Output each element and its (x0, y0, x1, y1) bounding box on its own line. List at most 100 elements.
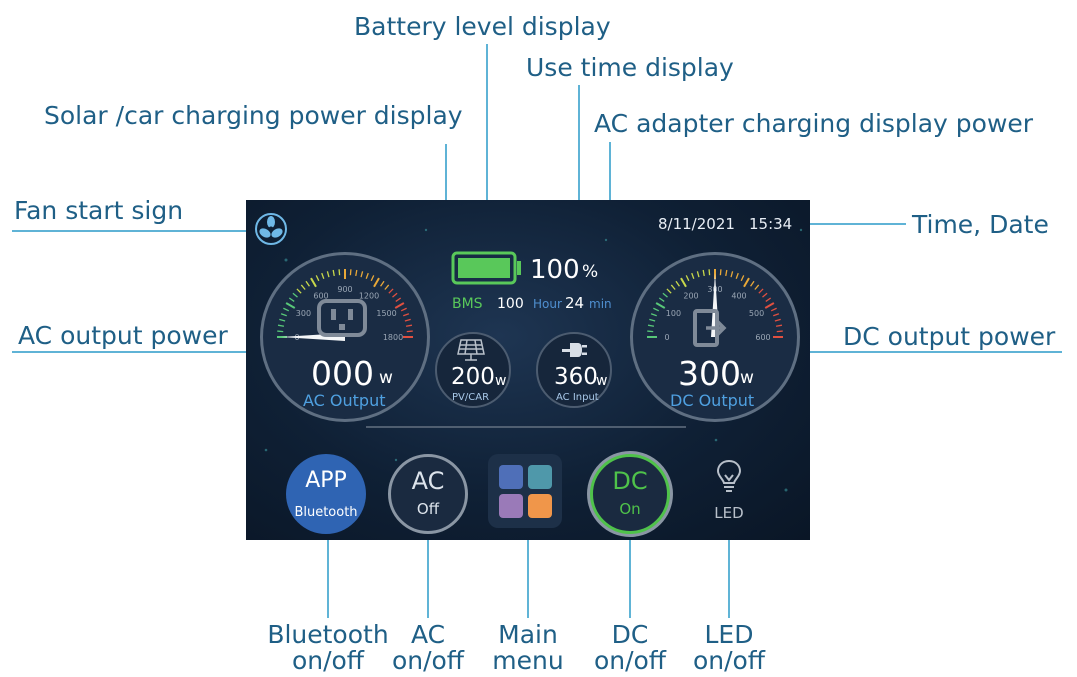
dc-gauge-tick-label: 500 (749, 309, 764, 318)
dc-gauge-tick (675, 280, 680, 287)
dc-gauge-tick (735, 272, 739, 279)
ac-gauge-tick (300, 284, 306, 290)
ac-gauge-tick (406, 330, 413, 333)
dc-gauge-tick (653, 307, 660, 312)
dc-gauge-tick-label: 400 (731, 291, 746, 300)
ac-input-label: AC Input (556, 392, 599, 403)
app-bluetooth-button[interactable]: APP Bluetooth (286, 454, 366, 534)
date-text: 8/11/2021 (658, 215, 735, 233)
dc-gauge-tick (647, 330, 654, 333)
ac-output-label: AC Output (303, 391, 386, 410)
ac-gauge-tick (280, 313, 287, 317)
dc-gauge-tick (719, 269, 722, 276)
dc-gauge-tick (650, 313, 657, 317)
divider-line (366, 426, 686, 428)
ac-outlet-icon (317, 299, 367, 337)
dc-gauge-tick (762, 292, 768, 298)
ac-input-value: 360 (554, 364, 598, 390)
ac-gauge-tick (384, 284, 390, 290)
ac-gauge-tick (395, 297, 402, 302)
dc-gauge-tick-label: 0 (664, 333, 669, 342)
dc-port-icon (693, 309, 727, 347)
ac-gauge-tick (285, 302, 296, 309)
dc-gauge-tick (764, 302, 775, 309)
dc-gauge-tick (765, 297, 772, 302)
callout-solar-car: Solar /car charging power display (44, 101, 463, 130)
ac-gauge-tick (338, 269, 341, 276)
ac-gauge-tick (365, 272, 369, 279)
dc-gauge-tick (702, 269, 705, 277)
dc-gauge-tick (725, 269, 728, 277)
ac-input-display (536, 332, 612, 408)
dc-gauge-tick (670, 284, 676, 290)
app-button-sub: Bluetooth (294, 505, 358, 520)
dc-gauge-tick (773, 313, 780, 317)
ac-output-value: 000 (311, 354, 374, 393)
dc-gauge-tick (730, 271, 734, 278)
ac-gauge-tick-label: 1500 (376, 309, 396, 318)
led-toggle-button[interactable]: LED (694, 454, 764, 530)
ac-gauge-tick (400, 307, 407, 312)
ac-button-title: AC (411, 467, 445, 495)
dc-button-sub: On (619, 500, 641, 518)
ac-gauge-tick (279, 318, 286, 322)
dc-gauge-tick-label: 600 (755, 333, 770, 342)
dc-gauge-tick (750, 280, 755, 287)
dc-output-label: DC Output (670, 391, 755, 410)
menu-tile (528, 465, 552, 489)
ac-gauge-tick (403, 313, 410, 317)
ac-gauge-tick (277, 330, 284, 333)
ac-gauge-tick (380, 280, 385, 287)
dc-gauge-tick (776, 330, 783, 333)
ac-gauge-tick (405, 324, 413, 327)
dc-gauge-tick (696, 271, 700, 278)
dc-gauge-tick (774, 318, 781, 322)
ac-gauge-tick (326, 271, 330, 278)
dc-gauge-tick (666, 288, 672, 294)
label-bluetooth-on-off: Bluetooth on/off (238, 622, 418, 674)
dc-gauge-tick (649, 318, 656, 322)
ac-gauge-tick (332, 269, 335, 277)
ac-output-unit: w (379, 368, 393, 388)
device-screen: 8/11/2021 15:34 100 % BMS 100 Hour 24 mi… (246, 200, 810, 540)
pv-label: PV/CAR (452, 392, 490, 403)
dc-gauge-tick (758, 288, 764, 294)
ac-gauge-tick (315, 275, 320, 282)
ac-toggle-button[interactable]: AC Off (388, 454, 468, 534)
dc-gauge-tick (655, 302, 666, 309)
menu-tile (499, 494, 523, 518)
ac-gauge-tick (404, 318, 411, 322)
callout-battery-level: Battery level display (354, 12, 611, 41)
dc-gauge-tick (743, 277, 750, 288)
main-menu-button[interactable] (488, 454, 562, 528)
callout-time-date: Time, Date (912, 210, 1049, 239)
dc-gauge-scale: 0100200300400500600 (647, 269, 783, 342)
dc-gauge-tick (658, 297, 665, 302)
dc-output-unit: w (740, 368, 754, 388)
dc-output-value: 300 (678, 354, 741, 393)
callout-ac-output-power: AC output power (18, 321, 228, 350)
label-line: on/off (692, 646, 766, 675)
ac-gauge-tick (370, 275, 375, 282)
ac-gauge-tick (355, 269, 358, 277)
menu-tile (499, 465, 523, 489)
menu-tile (528, 494, 552, 518)
dc-gauge-tick (775, 324, 783, 327)
ac-gauge-tick (394, 302, 405, 309)
label-line: on/off (391, 646, 465, 675)
dc-toggle-button[interactable]: DC On (590, 454, 670, 534)
ac-gauge-tick (392, 292, 398, 298)
ac-gauge-tick (310, 277, 317, 288)
ac-gauge-tick (373, 277, 380, 288)
led-button-title: LED (714, 504, 744, 522)
time-text: 15:34 (749, 215, 793, 233)
bulb-icon (716, 459, 742, 492)
label-led-on-off: LED on/off (679, 622, 779, 674)
ac-gauge-tick (292, 292, 298, 298)
ac-gauge-tick-label: 1200 (359, 291, 379, 300)
hour-value: 24 (565, 294, 585, 312)
app-button-title: APP (305, 468, 347, 493)
callout-dc-output-power: DC output power (843, 322, 1056, 351)
ac-gauge-tick-label: 300 (296, 309, 311, 318)
dc-gauge-tick (770, 307, 777, 312)
